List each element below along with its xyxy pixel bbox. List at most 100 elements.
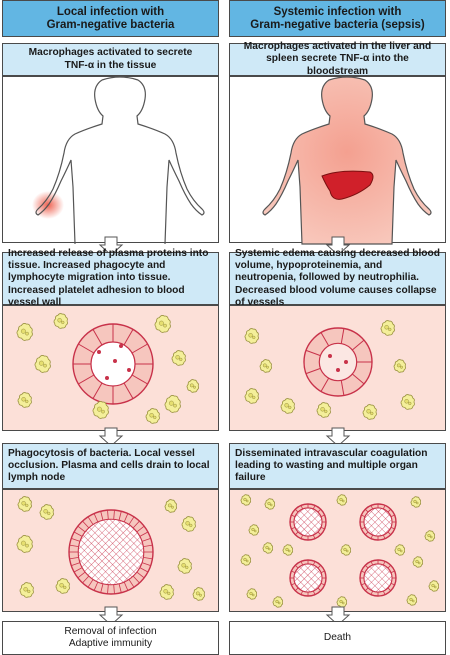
phagocyte-cell <box>145 408 160 424</box>
down-arrow-2 <box>98 427 124 447</box>
macrophage-bloodstream-box: Macrophages activated in the liver and s… <box>229 41 446 77</box>
local-outcome-box: Removal of infection Adaptive immunity <box>2 621 219 655</box>
phagocyte-cell <box>424 530 436 542</box>
phagocyte-cell <box>362 404 377 420</box>
phagocytosis-box: Phagocytosis of bacteria. Local vessel o… <box>2 443 219 489</box>
step1-line-2: spleen secrete TNF-α into the bloodstrea… <box>266 53 409 77</box>
systemic-infection-column: Systemic infection with Gram-negative ba… <box>229 0 448 655</box>
phagocyte-cell <box>164 499 177 513</box>
phagocyte-cell <box>280 398 295 414</box>
step3-text: Disseminated intravascular coagulation l… <box>235 447 428 484</box>
phagocyte-cell <box>394 544 406 556</box>
phagocyte-cell <box>406 594 418 606</box>
phagocyte-cell <box>393 359 406 373</box>
phagocyte-cell <box>262 542 274 554</box>
systemic-outcome-box: Death <box>229 621 446 655</box>
phagocyte-cell <box>244 328 259 344</box>
step1-line-2: TNF-α in the tissue <box>64 59 157 71</box>
phagocyte-cell <box>428 580 440 592</box>
occluded-vessel-illustration <box>16 496 205 601</box>
body-outline <box>35 76 205 245</box>
body-filled-figure <box>262 76 432 245</box>
systemic-body-panel <box>229 76 446 245</box>
local-infection-column: Local infection with Gram-negative bacte… <box>2 0 221 655</box>
phagocyte-cell <box>181 516 196 532</box>
local-effects-box: Increased release of plasma proteins int… <box>2 248 219 308</box>
collapsed-vessel-illustration <box>244 320 415 420</box>
step2-text: Systemic edema causing decreased blood v… <box>235 248 440 308</box>
local-vessel-illustration <box>16 313 199 424</box>
liver-icon <box>321 170 374 200</box>
bacterium <box>328 354 332 358</box>
dic-vessels-panel <box>229 489 446 612</box>
dic-vessels-illustration <box>240 494 440 608</box>
phagocyte-cell <box>171 350 186 366</box>
phagocyte-cell <box>248 524 260 536</box>
phagocyte-cell <box>259 359 272 373</box>
phagocyte-cell <box>164 395 181 413</box>
bacterium <box>113 359 117 363</box>
bacterium <box>336 368 340 372</box>
phagocyte-cell <box>154 315 171 333</box>
local-vessel-panel <box>2 305 219 431</box>
header-line-1: Local infection with <box>56 5 165 18</box>
phagocyte-cell <box>192 587 205 601</box>
down-arrow-3 <box>325 606 351 626</box>
phagocyte-cell <box>336 494 348 506</box>
phagocyte-cell <box>246 588 258 600</box>
step3-text: Phagocytosis of bacteria. Local vessel o… <box>8 447 210 484</box>
phagocyte-cell <box>16 535 33 553</box>
outcome-line-1: Removal of infection <box>64 625 157 637</box>
phagocyte-cell <box>34 355 51 373</box>
phagocyte-cell <box>412 556 424 568</box>
phagocyte-cell <box>240 494 252 506</box>
occluded-vessel <box>289 503 327 541</box>
blood-vessel <box>72 323 154 405</box>
occluded-vessel <box>359 503 397 541</box>
phagocyte-cell <box>92 401 109 419</box>
down-arrow-1 <box>98 236 124 256</box>
phagocyte-cell <box>380 320 395 336</box>
phagocyte-cell <box>16 323 33 341</box>
down-arrow-3 <box>98 606 124 626</box>
occluded-vessel <box>289 559 327 597</box>
phagocyte-cell <box>400 394 415 410</box>
systemic-infection-header: Systemic infection with Gram-negative ba… <box>229 0 446 37</box>
dic-box: Disseminated intravascular coagulation l… <box>229 443 446 489</box>
phagocyte-cell <box>316 402 331 418</box>
header-line-2: Gram-negative bacteria (sepsis) <box>250 18 425 31</box>
phagocyte-cell <box>55 578 70 594</box>
phagocyte-cell <box>264 498 276 510</box>
macrophage-tissue-box: Macrophages activated to secrete TNF-α i… <box>2 43 219 76</box>
systemic-effects-box: Systemic edema causing decreased blood v… <box>229 248 446 308</box>
occluded-vessel-panel <box>2 489 219 612</box>
local-infection-header: Local infection with Gram-negative bacte… <box>2 0 219 37</box>
phagocyte-cell <box>17 496 32 512</box>
outcome-line-2: Adaptive immunity <box>68 638 153 649</box>
bacterium <box>105 376 109 380</box>
occluded-vessel <box>359 559 397 597</box>
local-body-panel <box>2 76 219 245</box>
collapsed-blood-vessel <box>303 327 373 397</box>
occluded-vessel <box>68 509 154 595</box>
header-line-1: Systemic infection with <box>273 5 402 18</box>
phagocyte-cell <box>17 392 32 408</box>
header-line-2: Gram-negative bacteria <box>46 18 175 31</box>
step1-line-1: Macrophages activated in the liver and <box>243 41 432 53</box>
phagocyte-cell <box>244 388 259 404</box>
phagocyte-cell <box>410 496 422 508</box>
phagocyte-cell <box>39 504 54 520</box>
collapsed-vessel-panel <box>229 305 446 431</box>
phagocyte-cell <box>336 596 348 608</box>
phagocyte-cell <box>282 544 294 556</box>
phagocyte-cell <box>159 584 174 600</box>
outcome-line-1: Death <box>323 631 352 643</box>
phagocyte-cell <box>340 544 352 556</box>
bacterium <box>97 350 101 354</box>
phagocyte-cell <box>177 558 192 574</box>
down-arrow-2 <box>325 427 351 447</box>
phagocyte-cell <box>19 582 34 598</box>
step2-text: Increased release of plasma proteins int… <box>8 248 209 308</box>
body-outline-figure <box>32 76 205 245</box>
